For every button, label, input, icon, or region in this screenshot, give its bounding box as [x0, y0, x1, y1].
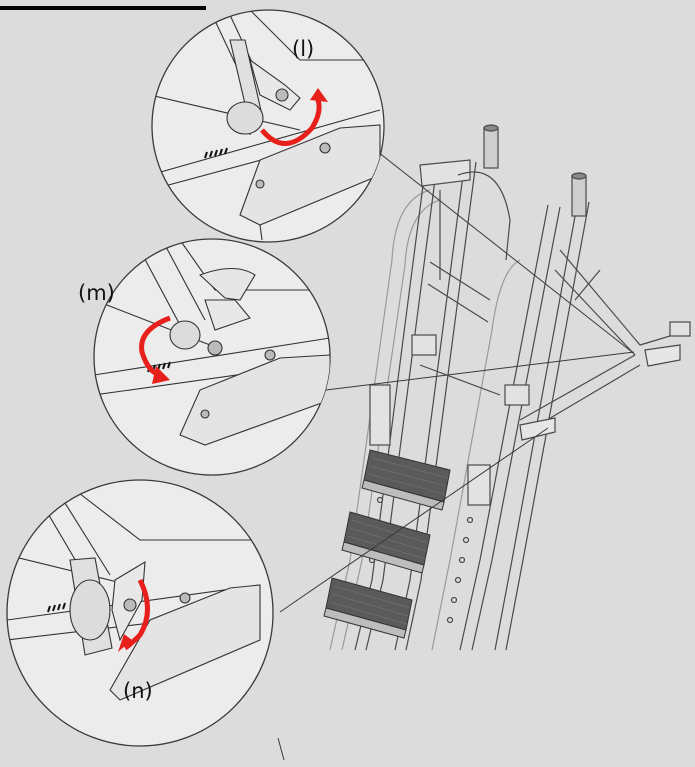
- rotate-arrow-m: [139, 315, 171, 378]
- callout-label-l: (l): [292, 37, 314, 61]
- detail-l: (l): [151, 9, 385, 243]
- rotate-arrow-l: [260, 99, 322, 146]
- callout-label-m: (m): [78, 281, 115, 305]
- rotate-arrow-n: [123, 578, 150, 651]
- leader-lines: [277, 151, 635, 761]
- callout-label-n: (n): [123, 679, 153, 703]
- ladder-steps: [323, 449, 451, 639]
- detail-m: (m): [78, 238, 331, 476]
- detail-n: (n): [6, 479, 274, 747]
- header-bar: [0, 6, 206, 10]
- ladder-assembly: [329, 124, 691, 651]
